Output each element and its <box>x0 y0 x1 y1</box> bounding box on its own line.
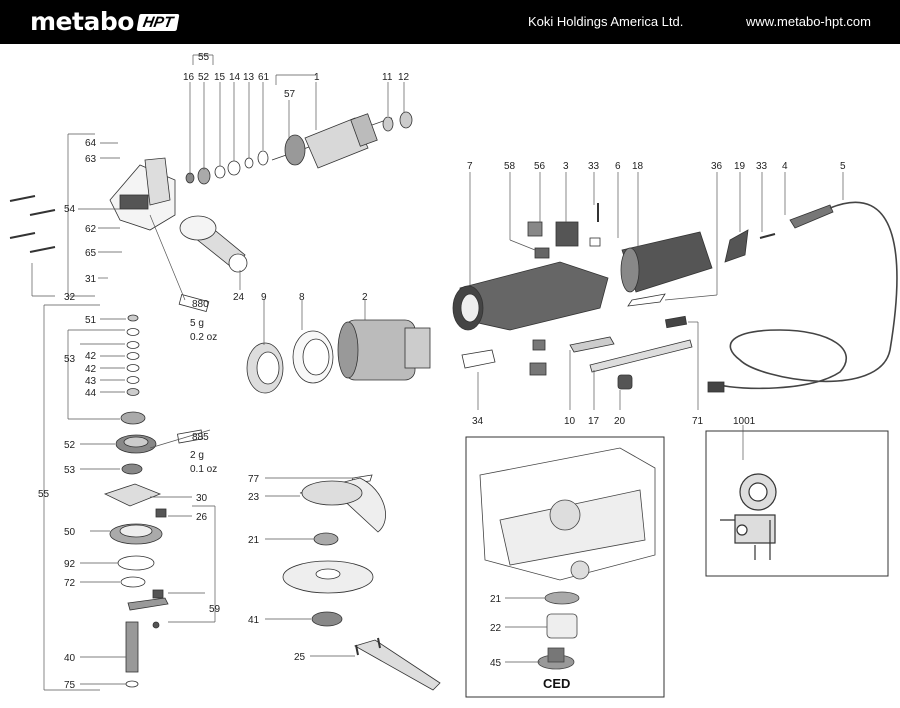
grease-885-oz: 0.1 oz <box>190 464 217 475</box>
callout-22: 22 <box>490 623 502 634</box>
callout-13: 13 <box>243 72 255 83</box>
rear-cover-part <box>620 231 713 293</box>
callout-52: 52 <box>198 72 210 83</box>
callout-30: 30 <box>196 493 208 504</box>
company-name: Koki Holdings America Ltd. <box>528 14 684 29</box>
grease-880-oz: 0.2 oz <box>190 332 217 343</box>
callout-45: 45 <box>490 658 502 669</box>
callout-6: 6 <box>615 161 621 172</box>
callout-75: 75 <box>64 680 76 691</box>
ced-assembly-sketch <box>479 447 656 670</box>
callout-26: 26 <box>196 512 208 523</box>
callout-62: 62 <box>85 224 97 235</box>
side-handle-part <box>179 215 248 273</box>
callout-58: 58 <box>504 161 516 172</box>
callout-24: 24 <box>233 292 245 303</box>
header-bar: metabo HPT Koki Holdings America Ltd. ww… <box>0 0 900 44</box>
callout-63: 63 <box>85 154 97 165</box>
callout-3: 3 <box>563 161 569 172</box>
callout-51: 51 <box>85 315 97 326</box>
callout-52-lower: 52 <box>64 440 76 451</box>
gear-housing-part <box>109 157 176 231</box>
callout-36: 36 <box>711 161 723 172</box>
callout-21: 21 <box>248 535 260 546</box>
callout-42b: 42 <box>85 364 97 375</box>
bearing-12 <box>399 111 413 129</box>
ced-label: CED <box>543 676 570 691</box>
exploded-parts-diagram: 55 16 52 15 14 13 61 1 57 11 12 64 63 54… <box>9 52 898 698</box>
logo-badge: HPT <box>136 13 180 31</box>
callout-41: 41 <box>248 615 260 626</box>
callout-59: 59 <box>209 604 221 615</box>
callout-14: 14 <box>229 72 241 83</box>
callout-61: 61 <box>258 72 270 83</box>
ced-inset-box <box>465 436 665 698</box>
callout-10: 10 <box>564 416 576 427</box>
baffle-8-part <box>292 330 334 384</box>
callout-18: 18 <box>632 161 644 172</box>
callout-71: 71 <box>692 416 704 427</box>
part-shapes <box>9 111 898 691</box>
callout-8: 8 <box>299 292 305 303</box>
callout-20: 20 <box>614 416 626 427</box>
grease-notes: 880 5 g 0.2 oz 885 2 g 0.1 oz <box>190 299 217 475</box>
callout-16: 16 <box>183 72 195 83</box>
callout-32: 32 <box>64 292 76 303</box>
logo-wordmark: metabo <box>30 7 134 36</box>
callout-23: 23 <box>248 492 260 503</box>
callout-2: 2 <box>362 292 368 303</box>
callout-53: 53 <box>64 354 76 365</box>
leader-lines <box>31 54 844 691</box>
callout-5: 5 <box>840 161 846 172</box>
callout-34: 34 <box>472 416 484 427</box>
metabo-logo: metabo HPT <box>30 7 180 36</box>
callout-7: 7 <box>467 161 473 172</box>
callout-40: 40 <box>64 653 76 664</box>
callout-53-lower: 53 <box>64 465 76 476</box>
callout-42a: 42 <box>85 351 97 362</box>
callout-labels: 55 16 52 15 14 13 61 1 57 11 12 64 63 54… <box>38 52 846 691</box>
callout-33-right: 33 <box>756 161 768 172</box>
callout-19: 19 <box>734 161 746 172</box>
grease-885-code: 885 <box>192 432 209 443</box>
callout-12: 12 <box>398 72 410 83</box>
wheel-guard-part <box>299 477 386 533</box>
callout-54: 54 <box>64 204 76 215</box>
callout-50: 50 <box>64 527 76 538</box>
bearing-11 <box>382 116 394 132</box>
callout-21-inset: 21 <box>490 594 502 605</box>
stator-part <box>337 319 431 381</box>
callout-1001: 1001 <box>733 416 756 427</box>
wrench-part <box>353 637 441 691</box>
callout-15: 15 <box>214 72 226 83</box>
callout-44: 44 <box>85 388 97 399</box>
callout-72: 72 <box>64 578 76 589</box>
callout-92: 92 <box>64 559 76 570</box>
callout-55-top: 55 <box>198 52 210 63</box>
grease-880-code: 880 <box>192 299 209 310</box>
callout-4: 4 <box>782 161 788 172</box>
callout-33: 33 <box>588 161 600 172</box>
callout-77: 77 <box>248 474 260 485</box>
callout-56: 56 <box>534 161 546 172</box>
callout-55-left: 55 <box>38 489 50 500</box>
callout-25: 25 <box>294 652 306 663</box>
motor-housing-part <box>452 261 609 331</box>
callout-43: 43 <box>85 376 97 387</box>
callout-64: 64 <box>85 138 97 149</box>
callout-1: 1 <box>314 72 320 83</box>
callout-17: 17 <box>588 416 600 427</box>
armature-part <box>271 113 393 169</box>
wiring-sketch <box>720 473 777 560</box>
callout-11: 11 <box>382 72 393 83</box>
callout-9: 9 <box>261 292 267 303</box>
grease-880-weight: 5 g <box>190 318 204 329</box>
wiring-inset-box <box>705 430 889 577</box>
ring-9-part <box>246 342 284 394</box>
website-url: www.metabo-hpt.com <box>746 14 871 29</box>
callout-57: 57 <box>284 89 296 100</box>
grease-885-weight: 2 g <box>190 450 204 461</box>
callout-65: 65 <box>85 248 97 259</box>
callout-31: 31 <box>85 274 97 285</box>
